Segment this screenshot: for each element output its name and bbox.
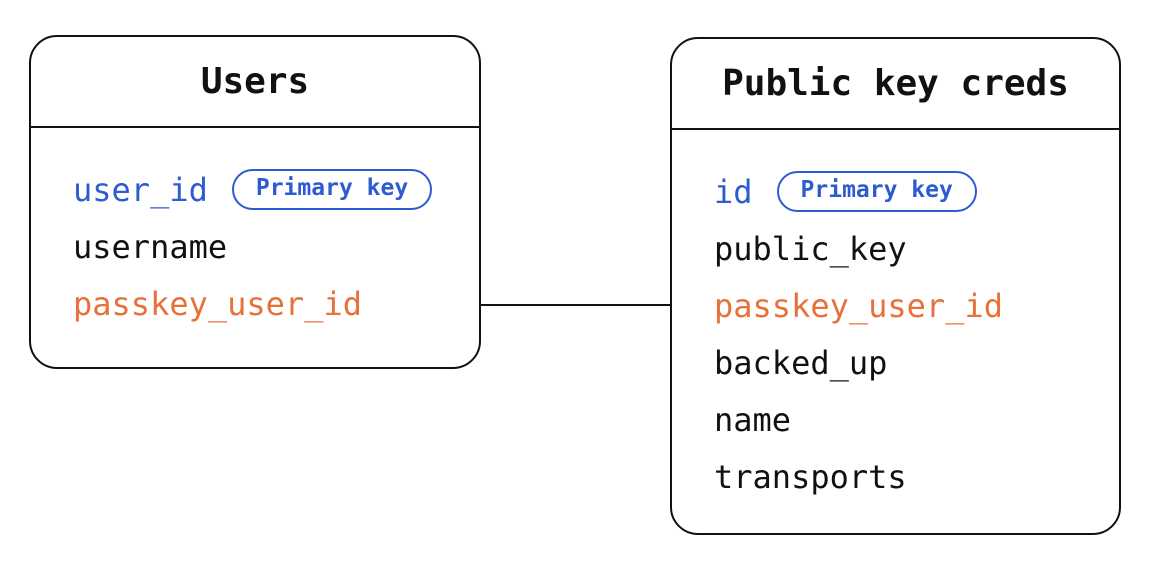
field-row: public_key (714, 220, 1109, 277)
field-name: transports (714, 457, 907, 496)
entity-title: Public key creds (672, 39, 1119, 130)
field-row: name (714, 391, 1109, 448)
field-row: passkey_user_id (714, 277, 1109, 334)
field-name: name (714, 400, 792, 439)
field-row: username (73, 218, 469, 275)
field-name: passkey_user_id (73, 284, 362, 323)
entity-users[interactable]: Users user_id Primary key username passk… (29, 35, 481, 369)
field-name: public_key (714, 229, 907, 268)
field-row: transports (714, 448, 1109, 505)
primary-key-badge: Primary key (231, 169, 433, 210)
primary-key-badge: Primary key (776, 171, 977, 212)
relationship-line[interactable] (481, 304, 670, 306)
field-row: user_id Primary key (73, 161, 469, 218)
entity-field-list: id Primary key public_key passkey_user_i… (672, 130, 1119, 505)
entity-title: Users (31, 37, 479, 128)
field-row: passkey_user_id (73, 275, 469, 332)
entity-public-key-creds[interactable]: Public key creds id Primary key public_k… (670, 37, 1121, 535)
field-name: backed_up (714, 343, 888, 382)
field-name: username (73, 227, 228, 266)
field-name: passkey_user_id (714, 286, 1003, 325)
field-row: backed_up (714, 334, 1109, 391)
field-name: user_id (73, 170, 208, 209)
entity-field-list: user_id Primary key username passkey_use… (31, 128, 479, 332)
field-row: id Primary key (714, 163, 1109, 220)
field-name: id (714, 172, 753, 211)
